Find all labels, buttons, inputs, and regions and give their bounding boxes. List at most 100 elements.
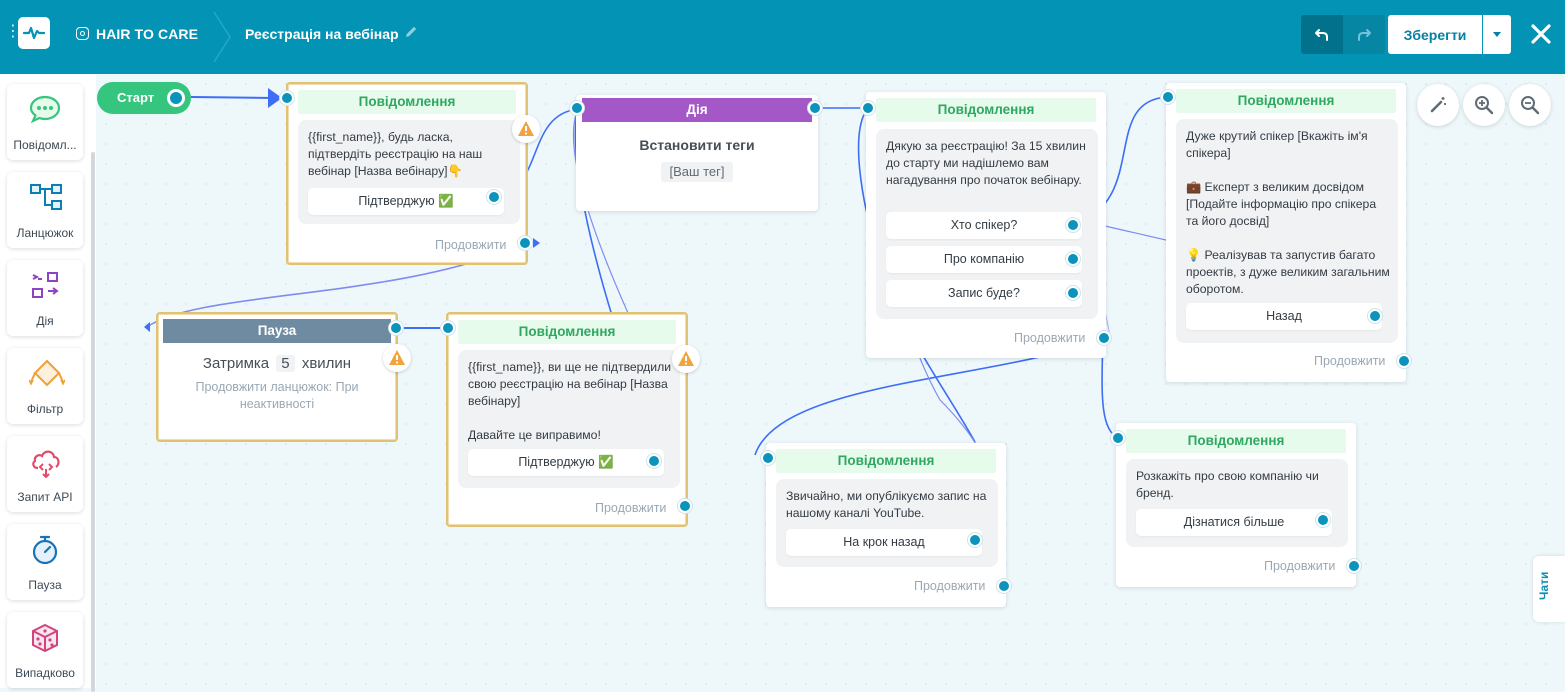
action-icon bbox=[32, 272, 59, 298]
reply-button-confirm[interactable]: Підтверджую ✅ bbox=[468, 449, 664, 476]
redo-button[interactable] bbox=[1343, 15, 1385, 54]
continue-label: Продовжити bbox=[1314, 354, 1386, 368]
message-text: Дякую за реєстрацію! За 15 хвилин до ста… bbox=[886, 139, 1086, 187]
magic-wand-button[interactable] bbox=[1417, 84, 1459, 126]
sidebar-scrollbar[interactable] bbox=[91, 152, 95, 692]
message-node-4[interactable]: Повідомлення Дуже крутий спікер [Вкажіть… bbox=[1166, 83, 1406, 382]
node-title: Повідомлення bbox=[298, 90, 516, 114]
pulse-logo-icon[interactable] bbox=[18, 17, 50, 49]
message-body: Дуже крутий спікер [Вкажіть ім'я спікера… bbox=[1176, 119, 1398, 343]
tool-label: Випадково bbox=[15, 666, 75, 680]
pause-output-port[interactable] bbox=[389, 321, 403, 335]
chats-side-tab[interactable]: Чати bbox=[1533, 556, 1565, 622]
undo-icon bbox=[1315, 28, 1328, 41]
message-node-2[interactable]: Повідомлення {{first_name}}, ви ще не пі… bbox=[446, 312, 688, 527]
pencil-icon[interactable] bbox=[403, 24, 419, 40]
reply-button-recording[interactable]: Запис буде? bbox=[886, 280, 1082, 307]
tool-message[interactable]: Повідомл... bbox=[7, 84, 83, 160]
msg2-input-port[interactable] bbox=[441, 321, 455, 335]
flow-title[interactable]: Реєстрація на вебінар bbox=[245, 26, 399, 42]
close-icon[interactable] bbox=[1528, 21, 1554, 47]
chats-tab-label: Чати bbox=[1537, 571, 1551, 600]
msg5-input-port[interactable] bbox=[761, 451, 775, 465]
tools-sidebar: Повідомл... Ланцюжок Дія Фільтр Запит AP… bbox=[0, 74, 96, 692]
message-text: {{first_name}}, будь ласка, підтвердіть … bbox=[308, 130, 483, 178]
warning-icon[interactable] bbox=[672, 345, 700, 373]
tool-filter[interactable]: Фільтр bbox=[7, 348, 83, 424]
message-text: Розкажіть про свою компанію чи бренд. bbox=[1136, 469, 1319, 500]
msg3-button-2-port[interactable] bbox=[1066, 252, 1080, 266]
delay-value[interactable]: 5 bbox=[276, 355, 295, 372]
msg3-button-3-port[interactable] bbox=[1066, 286, 1080, 300]
account-name[interactable]: HAIR TO CARE bbox=[96, 26, 199, 42]
node-title: Повідомлення bbox=[776, 449, 996, 473]
menu-dots-icon[interactable]: ⋮ bbox=[5, 23, 21, 40]
msg3-continue-port[interactable] bbox=[1097, 331, 1111, 345]
msg4-button-port[interactable] bbox=[1368, 309, 1382, 323]
action-input-port[interactable] bbox=[570, 101, 584, 115]
message-node-6[interactable]: Повідомлення Розкажіть про свою компанію… bbox=[1116, 423, 1356, 587]
msg3-input-port[interactable] bbox=[861, 101, 875, 115]
action-node[interactable]: Дія Встановити теги [Ваш тег] bbox=[576, 95, 818, 211]
msg4-input-port[interactable] bbox=[1161, 90, 1175, 104]
zoom-in-icon bbox=[1475, 96, 1494, 115]
reply-button-step-back[interactable]: На крок назад bbox=[786, 529, 982, 556]
tool-pause[interactable]: Пауза bbox=[7, 524, 83, 600]
msg5-button-port[interactable] bbox=[968, 533, 982, 547]
save-button[interactable]: Зберегти bbox=[1388, 15, 1482, 54]
continue-label: Продовжити bbox=[1014, 331, 1086, 345]
action-type: Встановити теги bbox=[639, 137, 755, 153]
msg3-button-1-port[interactable] bbox=[1066, 218, 1080, 232]
pause-node[interactable]: Пауза Затримка 5 хвилин Продовжити ланцю… bbox=[156, 312, 398, 442]
zoom-out-button[interactable] bbox=[1509, 84, 1551, 126]
continue-label: Продовжити bbox=[1264, 559, 1336, 573]
node-title: Повідомлення bbox=[1176, 89, 1396, 113]
msg5-continue-port[interactable] bbox=[997, 579, 1011, 593]
message-text: {{first_name}}, ви ще не підтвердили сво… bbox=[468, 360, 672, 442]
instagram-icon bbox=[76, 27, 89, 40]
filter-icon bbox=[29, 359, 65, 387]
tool-api-request[interactable]: Запит API bbox=[7, 436, 83, 512]
msg6-input-port[interactable] bbox=[1111, 431, 1125, 445]
message-text: Звичайно, ми опублікуємо запис на нашому… bbox=[786, 489, 987, 520]
pause-delay: Затримка 5 хвилин bbox=[158, 355, 396, 372]
msg4-continue-port[interactable] bbox=[1397, 354, 1411, 368]
start-output-port[interactable] bbox=[167, 89, 185, 107]
node-title: Повідомлення bbox=[458, 320, 676, 344]
node-title: Повідомлення bbox=[876, 98, 1096, 122]
pause-note: Продовжити ланцюжок: При неактивності bbox=[195, 380, 359, 411]
tool-random[interactable]: Випадково bbox=[7, 612, 83, 688]
msg2-button-port[interactable] bbox=[647, 454, 661, 468]
action-output-port[interactable] bbox=[808, 101, 822, 115]
msg6-button-port[interactable] bbox=[1316, 513, 1330, 527]
msg1-input-port[interactable] bbox=[280, 91, 294, 105]
tool-action[interactable]: Дія bbox=[7, 260, 83, 336]
save-options-chevron-down-icon[interactable] bbox=[1483, 15, 1511, 54]
message-node-1[interactable]: Повідомлення {{first_name}}, будь ласка,… bbox=[286, 82, 528, 265]
reply-button-speaker[interactable]: Хто спікер? bbox=[886, 212, 1082, 239]
breadcrumb-separator bbox=[213, 12, 231, 62]
reply-button-learn-more[interactable]: Дізнатися більше bbox=[1136, 509, 1332, 536]
top-bar: ⋮ HAIR TO CARE Реєстрація на вебінар Збе… bbox=[0, 0, 1565, 74]
msg2-continue-port[interactable] bbox=[678, 499, 692, 513]
reply-button-company[interactable]: Про компанію bbox=[886, 246, 1082, 273]
warning-icon[interactable] bbox=[383, 344, 411, 372]
continue-label: Продовжити bbox=[435, 238, 507, 252]
undo-button[interactable] bbox=[1301, 15, 1343, 54]
message-node-5[interactable]: Повідомлення Звичайно, ми опублікуємо за… bbox=[766, 443, 1006, 607]
msg6-continue-port[interactable] bbox=[1347, 559, 1361, 573]
msg1-continue-port[interactable] bbox=[518, 236, 532, 250]
tool-label: Фільтр bbox=[26, 402, 64, 416]
message-text: Дуже крутий спікер [Вкажіть ім'я спікера… bbox=[1186, 129, 1390, 296]
tool-label: Повідомл... bbox=[13, 138, 77, 152]
msg1-button-port[interactable] bbox=[487, 190, 501, 204]
tool-label: Дія bbox=[36, 314, 54, 328]
delay-prefix: Затримка bbox=[202, 355, 270, 372]
tag-chip[interactable]: [Ваш тег] bbox=[661, 162, 733, 182]
message-body: {{first_name}}, ви ще не підтвердили сво… bbox=[458, 350, 680, 488]
warning-icon[interactable] bbox=[512, 115, 540, 143]
reply-button-confirm[interactable]: Підтверджую ✅ bbox=[308, 188, 504, 215]
reply-button-back[interactable]: Назад bbox=[1186, 303, 1382, 330]
tool-sequence[interactable]: Ланцюжок bbox=[7, 172, 83, 248]
zoom-in-button[interactable] bbox=[1463, 84, 1505, 126]
